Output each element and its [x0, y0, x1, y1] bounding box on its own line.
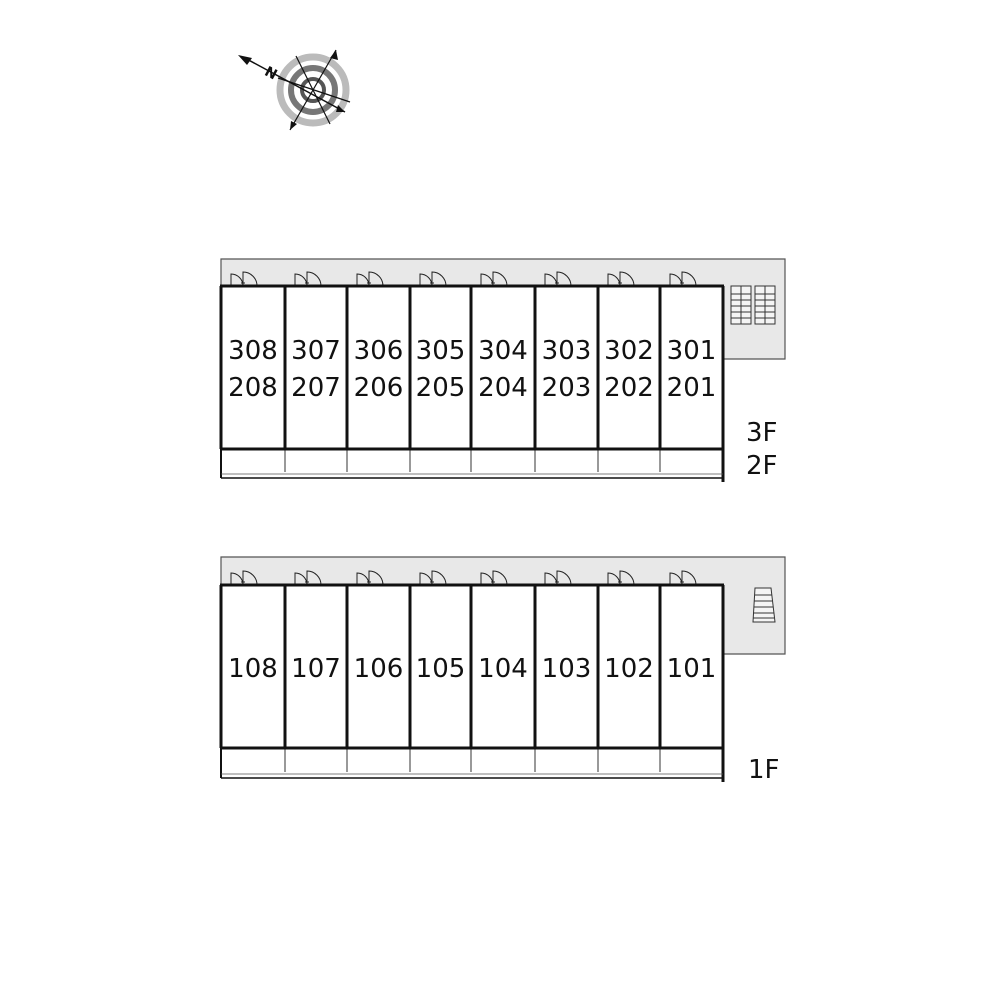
unit-number: 108: [228, 654, 278, 684]
unit: 104: [470, 570, 528, 772]
unit-number: 102: [604, 654, 654, 684]
lower-units: 108 107 106 105 104 103 102 101: [219, 570, 725, 782]
stairs-icon: [752, 587, 776, 623]
door-icon: [419, 570, 447, 586]
unit: 106: [346, 570, 404, 772]
unit-number: 302: [604, 336, 654, 366]
unit-number: 204: [478, 373, 528, 403]
door-icon: [294, 570, 322, 586]
door-icon: [607, 570, 635, 586]
unit-number: 305: [416, 336, 466, 366]
floor-label-1f: 1F: [748, 755, 780, 785]
unit-number: 104: [478, 654, 528, 684]
lower-building: 108 107 106 105 104 103 102 101 1F: [219, 556, 786, 785]
unit-number: 303: [542, 336, 592, 366]
unit-number: 304: [478, 336, 528, 366]
compass-icon: N: [238, 49, 351, 131]
door-icon: [356, 570, 384, 586]
unit-number: 203: [542, 373, 592, 403]
unit: 105: [409, 570, 466, 772]
unit-number: 306: [354, 336, 404, 366]
unit-number: 208: [228, 373, 278, 403]
unit-number: 105: [416, 654, 466, 684]
door-icon: [480, 570, 508, 586]
unit: 108: [220, 570, 278, 772]
unit-number: 202: [604, 373, 654, 403]
door-icon: [669, 271, 697, 287]
floor-label-3f: 3F: [746, 418, 778, 448]
door-icon: [230, 570, 258, 586]
unit-number: 201: [667, 373, 717, 403]
door-icon: [419, 271, 447, 287]
unit-number: 101: [667, 654, 717, 684]
unit: 107: [284, 570, 341, 772]
unit-number: 205: [416, 373, 466, 403]
unit-number: 301: [667, 336, 717, 366]
floor-label-2f: 2F: [746, 451, 778, 481]
upper-units: 3082083072073062063052053042043032033022…: [219, 271, 725, 482]
unit-number: 107: [291, 654, 341, 684]
unit-number: 206: [354, 373, 404, 403]
door-icon: [544, 570, 572, 586]
door-icon: [669, 570, 697, 586]
door-icon: [294, 271, 322, 287]
door-icon: [230, 271, 258, 287]
unit-number: 103: [542, 654, 592, 684]
door-icon: [544, 271, 572, 287]
stairs-icon: [730, 285, 776, 325]
upper-building: 3082083072073062063052053042043032033022…: [219, 258, 786, 482]
unit-number: 307: [291, 336, 341, 366]
unit-number: 106: [354, 654, 404, 684]
north-label: N: [262, 64, 280, 84]
door-icon: [356, 271, 384, 287]
unit-number: 308: [228, 336, 278, 366]
unit-number: 207: [291, 373, 341, 403]
door-icon: [480, 271, 508, 287]
door-icon: [607, 271, 635, 287]
